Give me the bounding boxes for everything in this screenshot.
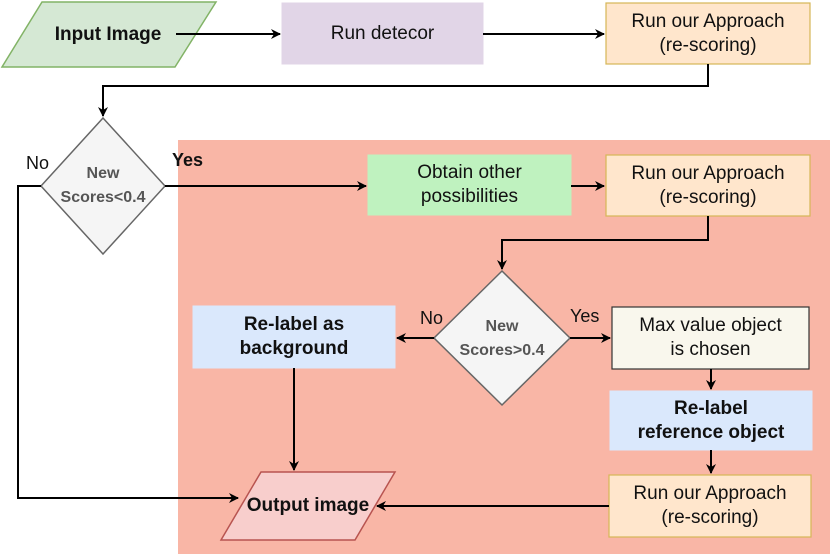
input-image-label: Input Image xyxy=(54,23,162,45)
run-approach-3-shape xyxy=(608,474,812,538)
max-value-object-label: Max value object is chosen xyxy=(639,315,782,360)
relabel-reference-label: Re-label reference object xyxy=(637,397,785,443)
run-approach-2-shape xyxy=(605,154,811,217)
arrow-approach2-to-decision2 xyxy=(497,216,709,270)
run-approach-3-label: Run our Approach (re-scoring) xyxy=(633,483,787,528)
decision-2-yes-label: Yes xyxy=(570,306,600,326)
relabel-background-shape xyxy=(192,305,396,369)
run-approach-2-label: Run our Approach (re-scoring) xyxy=(631,162,785,208)
arrow-approach-to-decision xyxy=(98,64,709,117)
connectors xyxy=(17,29,716,511)
output-image-shape xyxy=(219,471,397,541)
obtain-possibilities-label: Obtain other possibilities xyxy=(417,162,522,207)
run-approach-1-label: Run our Approach (re-scoring) xyxy=(631,10,785,56)
obtain-possibilities-shape xyxy=(367,154,572,216)
decision-2-no-label: No xyxy=(420,308,444,328)
output-image-label: Output image xyxy=(246,495,370,517)
decision-2-shape xyxy=(432,269,572,407)
decision-1-label: New Scores<0.4 xyxy=(60,165,146,206)
decision-2-label: New Scores>0.4 xyxy=(459,318,545,359)
arrow-decision1-no xyxy=(17,185,239,503)
decision-1-no-label: No xyxy=(26,153,50,173)
run-approach-1-shape xyxy=(605,2,811,65)
decision-1-yes-label: Yes xyxy=(172,150,204,170)
relabel-background-label: Re-label as background xyxy=(239,314,349,359)
input-image-shape xyxy=(0,1,218,68)
decision-1-shape xyxy=(39,116,167,256)
max-value-object-shape xyxy=(611,306,810,370)
run-detector-label: Run detecor xyxy=(330,22,435,44)
run-detector-shape xyxy=(281,2,484,65)
relabel-reference-shape xyxy=(609,390,813,451)
